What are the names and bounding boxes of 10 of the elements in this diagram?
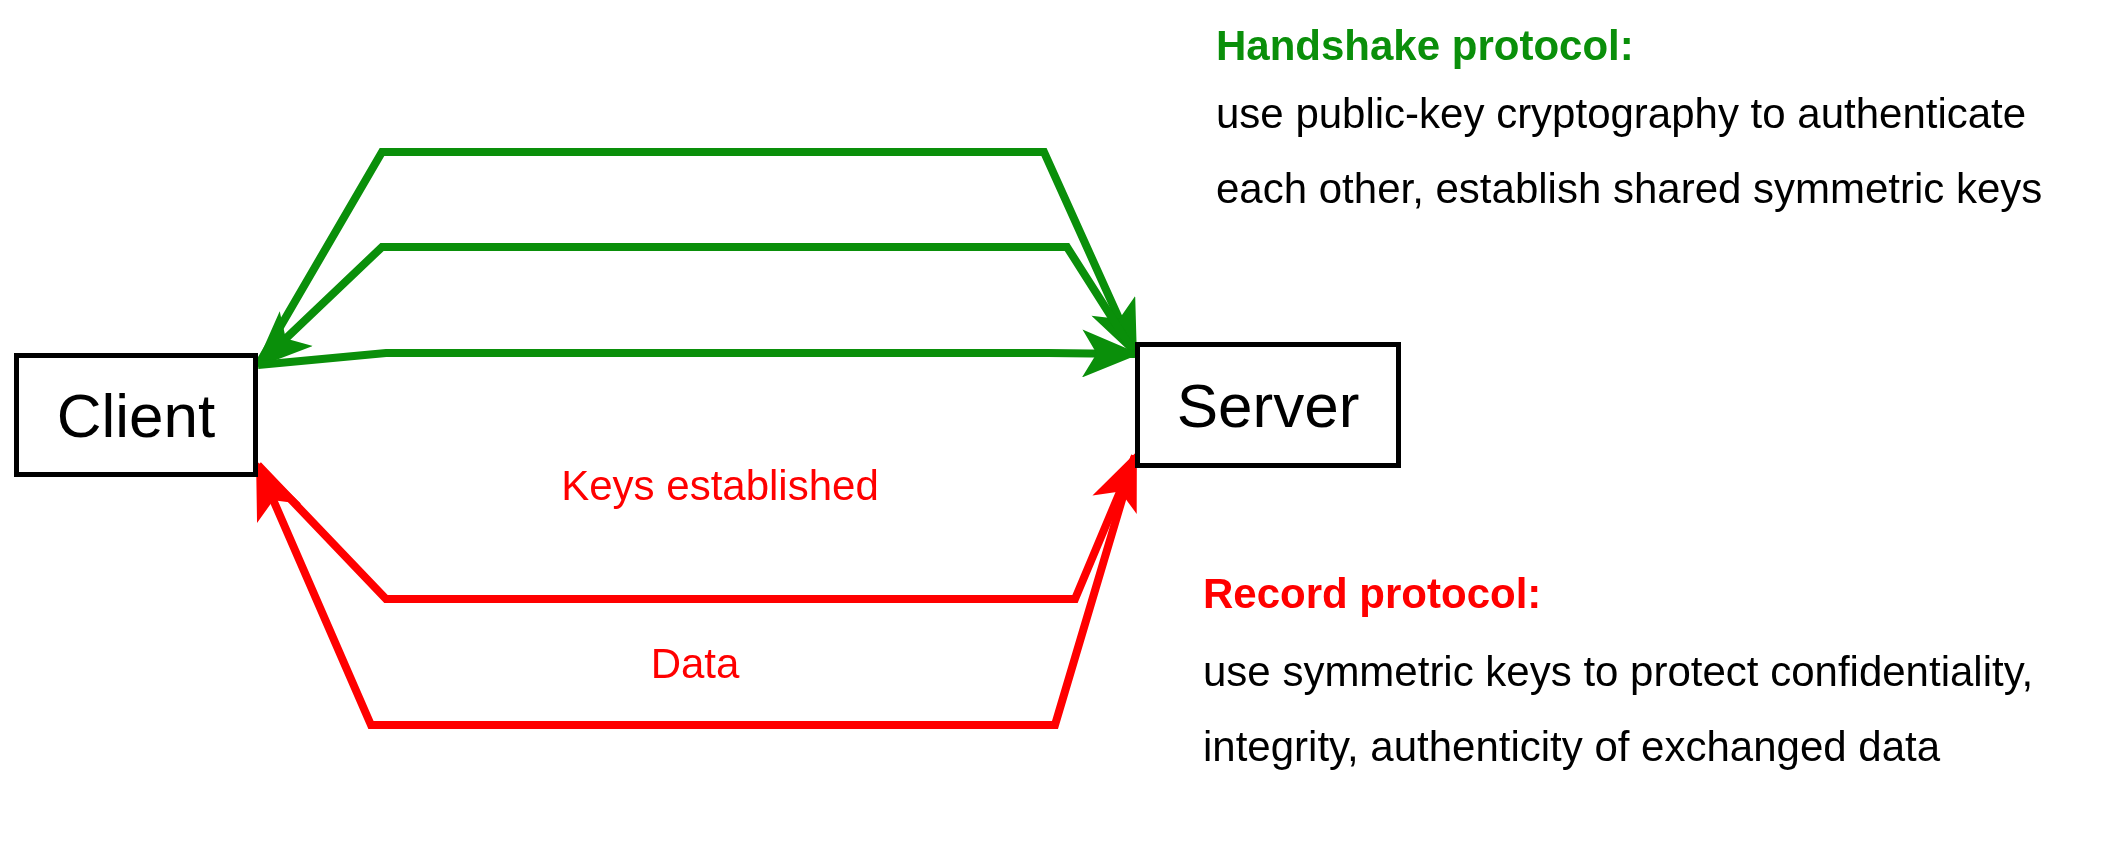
node-label: Server [1176, 369, 1360, 441]
section-heading: Handshake protocol: [1216, 21, 1635, 71]
note-text: Keys established [560, 461, 880, 511]
note-text: use symmetric keys to protect confidentiality, integrity, authenticity of exchanged data [1203, 647, 2035, 772]
note-text: use public-key cryptography to authenticate each other, establish shared symmetric keys [1216, 89, 2044, 214]
node-label: Client [56, 379, 216, 451]
entity-box [14, 353, 258, 477]
entity-box [1135, 342, 1401, 468]
section-heading: Record protocol: [1203, 569, 1543, 619]
note-text: Data [649, 639, 741, 689]
